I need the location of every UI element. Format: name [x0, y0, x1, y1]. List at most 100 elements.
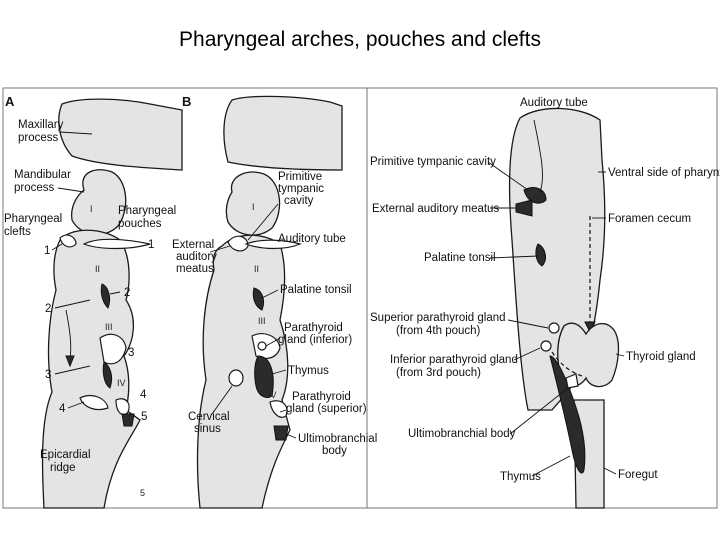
arch-numeral: III [105, 322, 113, 332]
pointer [109, 291, 121, 295]
label-auditory-tube-b: Auditory tube [278, 233, 346, 245]
corner-mark: 5 [140, 488, 145, 498]
tube-b [244, 239, 302, 250]
pointer [603, 467, 617, 475]
cleft-number: 2 [45, 303, 51, 315]
pointer [279, 409, 287, 413]
thymus-c [549, 355, 586, 474]
pointer [285, 433, 297, 439]
label-thymus-c: Thymus [500, 471, 541, 483]
pointer [531, 455, 571, 477]
label-parathyroid-inf-b: Parathyroid gland (inferior) [278, 322, 352, 346]
label-palatine-b: Palatine tonsil [280, 284, 352, 296]
ultimobranchial-b [273, 425, 289, 441]
arrow-head [65, 355, 75, 368]
pointer [209, 245, 231, 253]
pointer [247, 203, 279, 241]
label-pouches: Pharyngeal pouches [118, 205, 179, 230]
panel-c: Auditory tube Primitive tympanic cavity … [370, 97, 720, 509]
pouch-4 [115, 398, 130, 416]
arch-i-shape [70, 169, 127, 236]
ultimobranchial-c [565, 373, 579, 389]
pointer [489, 255, 539, 259]
arch-numeral: I [252, 202, 255, 212]
label-tympanic-b: Primitive tympanic cavity [278, 171, 327, 207]
pointer [54, 299, 91, 309]
label-thyroid-c: Thyroid gland [626, 351, 696, 363]
label-external-c: External auditory meatus [372, 203, 499, 215]
label-external-b: External auditory meatus [172, 239, 220, 275]
sup-parathyroid-c [548, 322, 560, 334]
pointer [57, 187, 85, 193]
label-inf-parathyroid-c: Inferior parathyroid gland (from 3rd pou… [390, 354, 521, 379]
arch-numeral: IV [268, 390, 277, 400]
arch-numeral: II [254, 264, 259, 274]
label-sup-parathyroid-c: Superior parathyroid gland (from 4th pou… [370, 312, 509, 337]
pouch-number: 5 [141, 411, 147, 423]
maxillary-process-shape [58, 98, 183, 171]
arch-i-b-shape [225, 171, 281, 236]
label-palatine-c: Palatine tonsil [424, 252, 496, 264]
label-ultimobranchial-b: Ultimobranchial body [298, 433, 380, 457]
auditory-tube-c [533, 119, 543, 193]
pointer [513, 347, 541, 361]
pointer [271, 369, 287, 375]
label-ultimobranchial-c: Ultimobranchial body [408, 428, 516, 440]
cleft-4 [79, 395, 109, 411]
pointer [59, 131, 93, 135]
pouch-4-b [269, 400, 288, 418]
palatine-tonsil-c [535, 243, 546, 267]
arches-body-shape [41, 229, 141, 509]
pouch-number: 2 [124, 287, 130, 299]
pointer [67, 401, 85, 409]
arch-numeral: III [258, 316, 266, 326]
cleft-number: 1 [44, 245, 50, 257]
label-cervical-b: Cervical sinus [188, 411, 233, 435]
cleft-1 [59, 234, 77, 248]
label-maxillary: Maxillary process [18, 119, 67, 144]
slide-title: Pharyngeal arches, pouches and clefts [179, 28, 541, 51]
pouch-number: 3 [128, 347, 134, 359]
label-mandibular: Mandibular process [14, 169, 74, 194]
pointer [261, 289, 279, 299]
cleft-number: 4 [59, 403, 66, 415]
pointer [265, 337, 281, 347]
pointer [487, 161, 529, 191]
external-meatus-c [515, 199, 533, 217]
arches-body-b-shape [196, 234, 291, 509]
pointer [51, 243, 63, 251]
pouch-5 [121, 413, 135, 427]
pouch-number: 4 [140, 389, 147, 401]
pouch-3 [99, 333, 127, 365]
label-ventral-c: Ventral side of pharynx [608, 167, 720, 179]
cervical-sinus-b [228, 369, 244, 387]
pouch-3-diverticulum [102, 361, 113, 389]
migration-path [551, 351, 583, 377]
arch-numeral: IV [117, 378, 126, 388]
label-thymus-b: Thymus [288, 365, 329, 377]
arch-numeral: I [90, 204, 93, 214]
label-tympanic-c: Primitive tympanic cavity [370, 156, 496, 168]
pouch-number: 1 [148, 239, 154, 251]
pouch-2 [100, 283, 111, 309]
pointer [54, 365, 91, 375]
pointer [211, 385, 233, 415]
arch-numeral: II [95, 264, 100, 274]
thymus-b [254, 355, 274, 399]
ear-meatus-b [227, 235, 249, 252]
pointer [615, 353, 625, 357]
label-epicardial: Epicardial ridge [40, 449, 94, 474]
label-foregut-c: Foregut [618, 469, 658, 481]
panel-a-letter: A [5, 94, 15, 109]
parathyroid-inf-b [257, 341, 267, 351]
palatine-tonsil-b [252, 287, 265, 311]
inf-parathyroid-c [540, 340, 552, 352]
label-foramen-c: Foramen cecum [608, 213, 691, 225]
panel-b-letter: B [182, 94, 191, 109]
label-clefts: Pharyngeal clefts [4, 213, 65, 238]
label-parathyroid-sup-b: Parathyroid gland (superior) [286, 391, 367, 415]
cleft-number: 3 [45, 369, 51, 381]
maxillary-b-shape [223, 95, 343, 171]
panel-b: B I II III IV Primitive tympanic cavity … [172, 94, 380, 509]
